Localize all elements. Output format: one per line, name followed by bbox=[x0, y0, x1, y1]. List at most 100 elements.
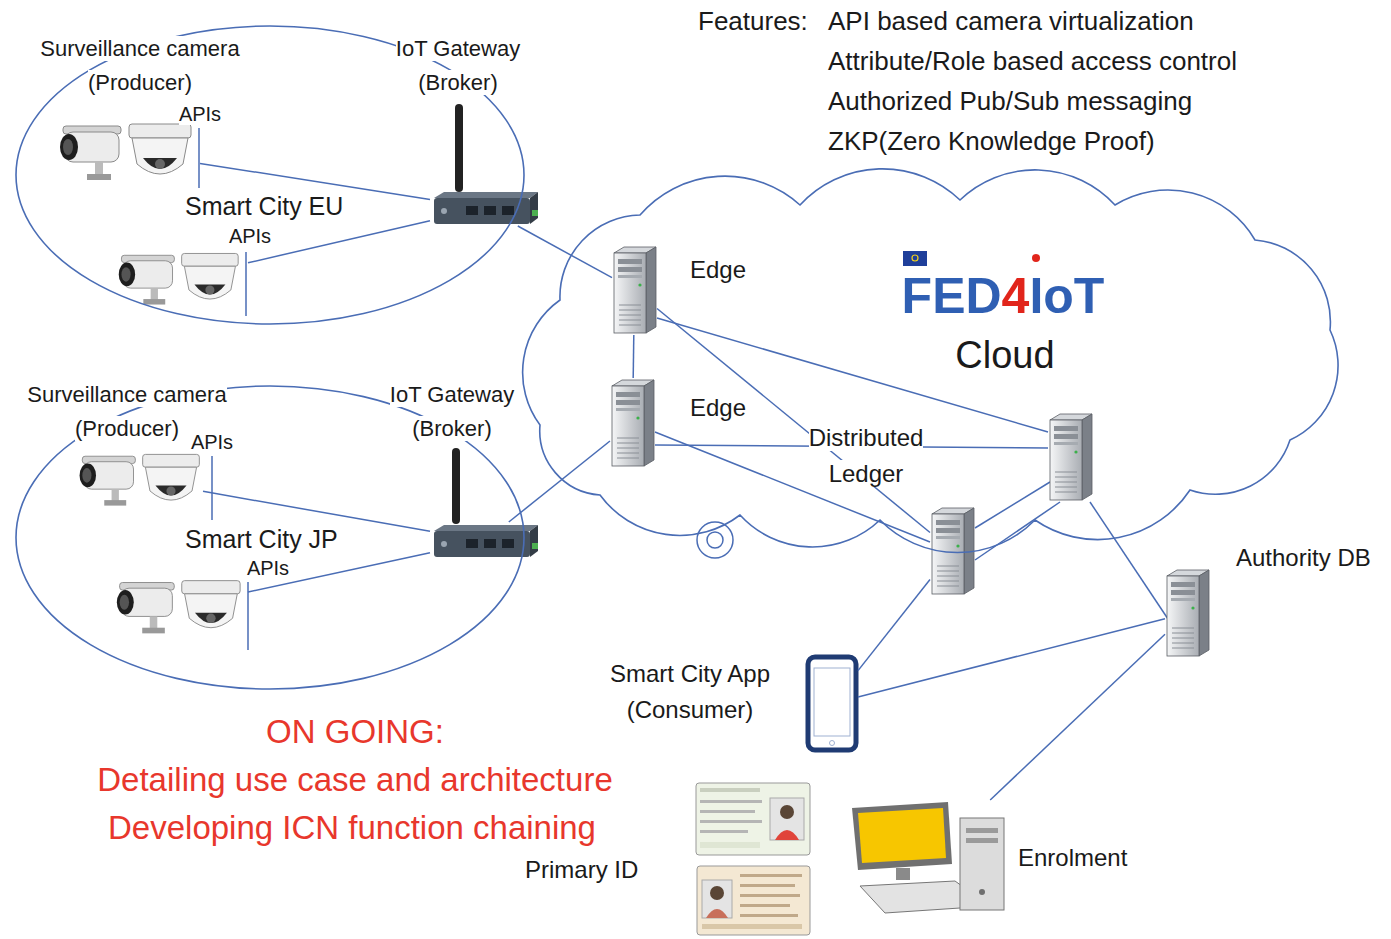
feature-item: Attribute/Role based access control bbox=[828, 46, 1237, 76]
id-card-part bbox=[740, 904, 790, 907]
eu-flag-stars bbox=[912, 255, 918, 261]
node-label: APIs bbox=[191, 431, 233, 453]
node-label: APIs bbox=[247, 557, 289, 579]
text-slot: Distributed Ledger bbox=[791, 420, 941, 492]
id-card-part bbox=[702, 924, 802, 929]
gateway-device: IoT Gateway (Broker) bbox=[430, 190, 540, 226]
text-slot: Smart City App (Consumer) bbox=[570, 656, 810, 728]
phone-icon-part bbox=[808, 657, 856, 750]
text-slot: APIs bbox=[220, 224, 280, 248]
text-slot: ZKP(Zero Knowledge Proof) bbox=[828, 126, 1155, 157]
status-note: ON GOING: bbox=[266, 713, 444, 750]
wire-part bbox=[975, 482, 1050, 528]
node-label: Smart City App (Consumer) bbox=[610, 660, 770, 723]
id-card bbox=[696, 783, 810, 855]
text-slot: APIs bbox=[238, 556, 298, 580]
camera-group: APIs bbox=[108, 575, 248, 639]
id-card-part bbox=[700, 800, 762, 803]
spiral-mark bbox=[697, 522, 733, 558]
text-slot: Enrolment bbox=[1018, 844, 1127, 873]
node-label: APIs bbox=[179, 103, 221, 125]
text-slot: Detailing use case and architecture bbox=[35, 760, 675, 800]
spiral-mark-part bbox=[697, 522, 733, 558]
text-slot: ON GOING: bbox=[35, 712, 675, 752]
cloud-outline bbox=[480, 160, 1350, 540]
id-card-part bbox=[696, 783, 810, 855]
node-label: Authority DB bbox=[1236, 544, 1371, 571]
city-region: Smart City EUSurveillance camera (Produc… bbox=[15, 25, 525, 325]
feature-heading: Features: bbox=[698, 6, 808, 36]
text-slot: IoT Gateway (Broker) bbox=[372, 378, 532, 446]
api-tick-part bbox=[198, 128, 200, 188]
text-slot: Authority DB bbox=[1236, 544, 1371, 573]
ledger-server: Distributed Ledger bbox=[930, 505, 975, 597]
computer-icon-part bbox=[966, 828, 998, 833]
region-ellipse bbox=[16, 26, 524, 324]
server-icon bbox=[1050, 414, 1092, 500]
feature-item: Authorized Pub/Sub messaging bbox=[828, 86, 1192, 116]
wire bbox=[655, 318, 1172, 625]
node-label: Smart City JP bbox=[185, 525, 338, 553]
phone-icon-part bbox=[830, 741, 835, 746]
edge-server: Edge bbox=[612, 245, 657, 335]
cloud-shape bbox=[523, 169, 1338, 553]
connector-line bbox=[657, 309, 930, 533]
text-slot: Edge bbox=[690, 256, 746, 285]
connector-line bbox=[858, 619, 1165, 697]
node-label: FED4IoT bbox=[902, 266, 1105, 326]
cloud-region: FED4IoTCloudEdgeEdgeDistributed Ledger bbox=[480, 160, 1350, 540]
camera-icon bbox=[60, 124, 191, 180]
server-icon bbox=[1167, 570, 1209, 656]
id-card-part bbox=[700, 810, 755, 813]
text-slot: Smart City JP bbox=[185, 524, 338, 554]
node-label: IoT Gateway (Broker) bbox=[390, 382, 514, 441]
api-tick-part bbox=[245, 252, 247, 316]
text-slot: Primary ID bbox=[525, 856, 638, 885]
text-slot: API based camera virtualization bbox=[828, 6, 1194, 37]
feature-item: API based camera virtualization bbox=[828, 6, 1194, 36]
camera-icon bbox=[119, 253, 238, 304]
text-slot: Attribute/Role based access control bbox=[828, 46, 1237, 77]
phone-device: Smart City App (Consumer) bbox=[806, 655, 858, 752]
node-label: Edge bbox=[690, 256, 746, 283]
node-label: Distributed Ledger bbox=[809, 424, 924, 487]
connector-line bbox=[632, 335, 634, 378]
node-label: Edge bbox=[690, 394, 746, 421]
connector-line bbox=[509, 441, 610, 522]
camera-group: Surveillance camera (Producer)APIs bbox=[75, 448, 203, 512]
text-slot: Smart City EU bbox=[185, 191, 343, 221]
camera-icon bbox=[117, 581, 240, 634]
node-label: Primary ID bbox=[525, 856, 638, 883]
text-slot: IoT Gateway (Broker) bbox=[378, 32, 538, 100]
text-slot: Cloud bbox=[905, 333, 1105, 379]
edge-server: Edge bbox=[610, 378, 655, 468]
computer-icon-part bbox=[896, 868, 910, 880]
text-slot: APIs bbox=[170, 102, 230, 126]
text-slot: Developing ICN function chaining bbox=[32, 808, 672, 848]
api-tick-part bbox=[211, 456, 213, 520]
server-icon bbox=[614, 247, 656, 333]
id-card-part bbox=[700, 788, 760, 792]
id-card-part bbox=[710, 886, 724, 900]
text-slot: Edge bbox=[690, 394, 746, 423]
node-label: Enrolment bbox=[1018, 844, 1127, 871]
node-label: IoT Gateway (Broker) bbox=[396, 36, 520, 95]
id-card-part bbox=[775, 830, 799, 840]
antenna bbox=[455, 104, 463, 192]
computer-icon bbox=[852, 802, 1004, 913]
eu-flag bbox=[903, 251, 927, 266]
id-card-part bbox=[700, 820, 762, 823]
feature-item: ZKP(Zero Knowledge Proof) bbox=[828, 126, 1155, 156]
id-card-part bbox=[702, 880, 732, 918]
gateway-icon bbox=[434, 192, 538, 224]
id-card-part bbox=[697, 866, 810, 935]
id-card-part bbox=[740, 884, 795, 887]
enrolment-computer: Enrolment bbox=[848, 800, 1008, 918]
antenna bbox=[452, 448, 460, 524]
phone-icon bbox=[808, 657, 856, 750]
camera-group: APIs bbox=[108, 248, 248, 310]
connector-line bbox=[858, 580, 930, 671]
